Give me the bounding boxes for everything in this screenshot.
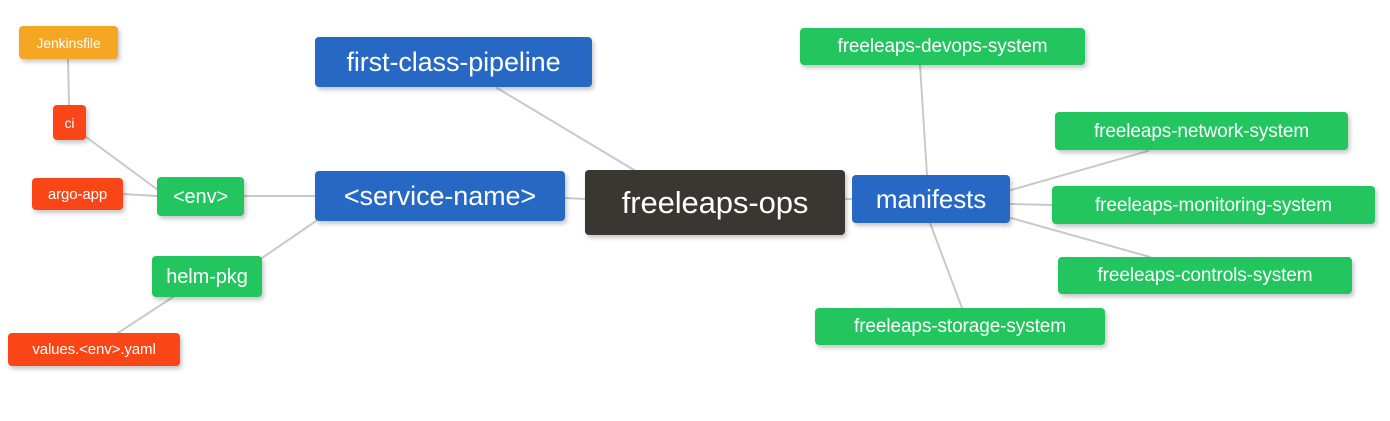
node-label-values-env-yaml: values.<env>.yaml [32,341,156,358]
node-label-jenkinsfile: Jenkinsfile [36,34,101,51]
edge-service-name-to-helm-pkg [261,220,317,259]
node-label-freeleaps-monitoring-system: freeleaps-monitoring-system [1095,194,1332,216]
node-label-argo-app: argo-app [47,185,108,203]
node-freeleaps-ops[interactable]: freeleaps-ops [585,170,845,235]
node-service-name[interactable]: <service-name> [315,171,565,221]
node-label-first-class-pipeline: first-class-pipeline [346,46,561,77]
node-label-freeleaps-ops: freeleaps-ops [621,185,809,220]
node-freeleaps-controls-system[interactable]: freeleaps-controls-system [1058,257,1352,294]
node-label-helm-pkg: helm-pkg [166,265,248,288]
node-label-manifests: manifests [875,184,987,214]
node-jenkinsfile[interactable]: Jenkinsfile [19,26,118,59]
node-label-freeleaps-devops-system: freeleaps-devops-system [837,36,1048,57]
node-values-env-yaml[interactable]: values.<env>.yaml [8,333,180,366]
edge-argo-app-to-env [122,193,158,197]
node-freeleaps-monitoring-system[interactable]: freeleaps-monitoring-system [1052,186,1375,224]
node-helm-pkg[interactable]: helm-pkg [152,256,262,297]
node-label-freeleaps-storage-system: freeleaps-storage-system [854,316,1066,337]
node-first-class-pipeline[interactable]: first-class-pipeline [315,37,592,87]
edge-manifests-to-freeleaps-monitoring-system [1010,203,1053,206]
edge-manifests-to-freeleaps-storage-system [929,222,963,309]
node-label-freeleaps-controls-system: freeleaps-controls-system [1097,265,1313,286]
node-freeleaps-devops-system[interactable]: freeleaps-devops-system [800,28,1085,65]
node-freeleaps-storage-system[interactable]: freeleaps-storage-system [815,308,1105,345]
node-manifests[interactable]: manifests [852,175,1010,223]
node-label-ci: ci [64,114,75,131]
edge-helm-pkg-to-values-env-yaml [117,296,174,334]
node-label-env: <env> [172,185,229,208]
node-label-freeleaps-network-system: freeleaps-network-system [1093,120,1310,142]
node-label-service-name: <service-name> [343,180,537,211]
edge-manifests-to-freeleaps-devops-system [919,64,928,176]
edge-jenkinsfile-to-ci [67,58,70,106]
node-env[interactable]: <env> [157,177,244,216]
edge-manifests-to-freeleaps-network-system [1010,150,1149,191]
edge-service-name-to-freeleaps-ops [564,197,586,200]
node-ci[interactable]: ci [53,105,86,140]
edge-first-class-pipeline-to-freeleaps-ops [496,87,635,171]
node-freeleaps-network-system[interactable]: freeleaps-network-system [1055,112,1348,150]
node-argo-app[interactable]: argo-app [32,178,123,210]
